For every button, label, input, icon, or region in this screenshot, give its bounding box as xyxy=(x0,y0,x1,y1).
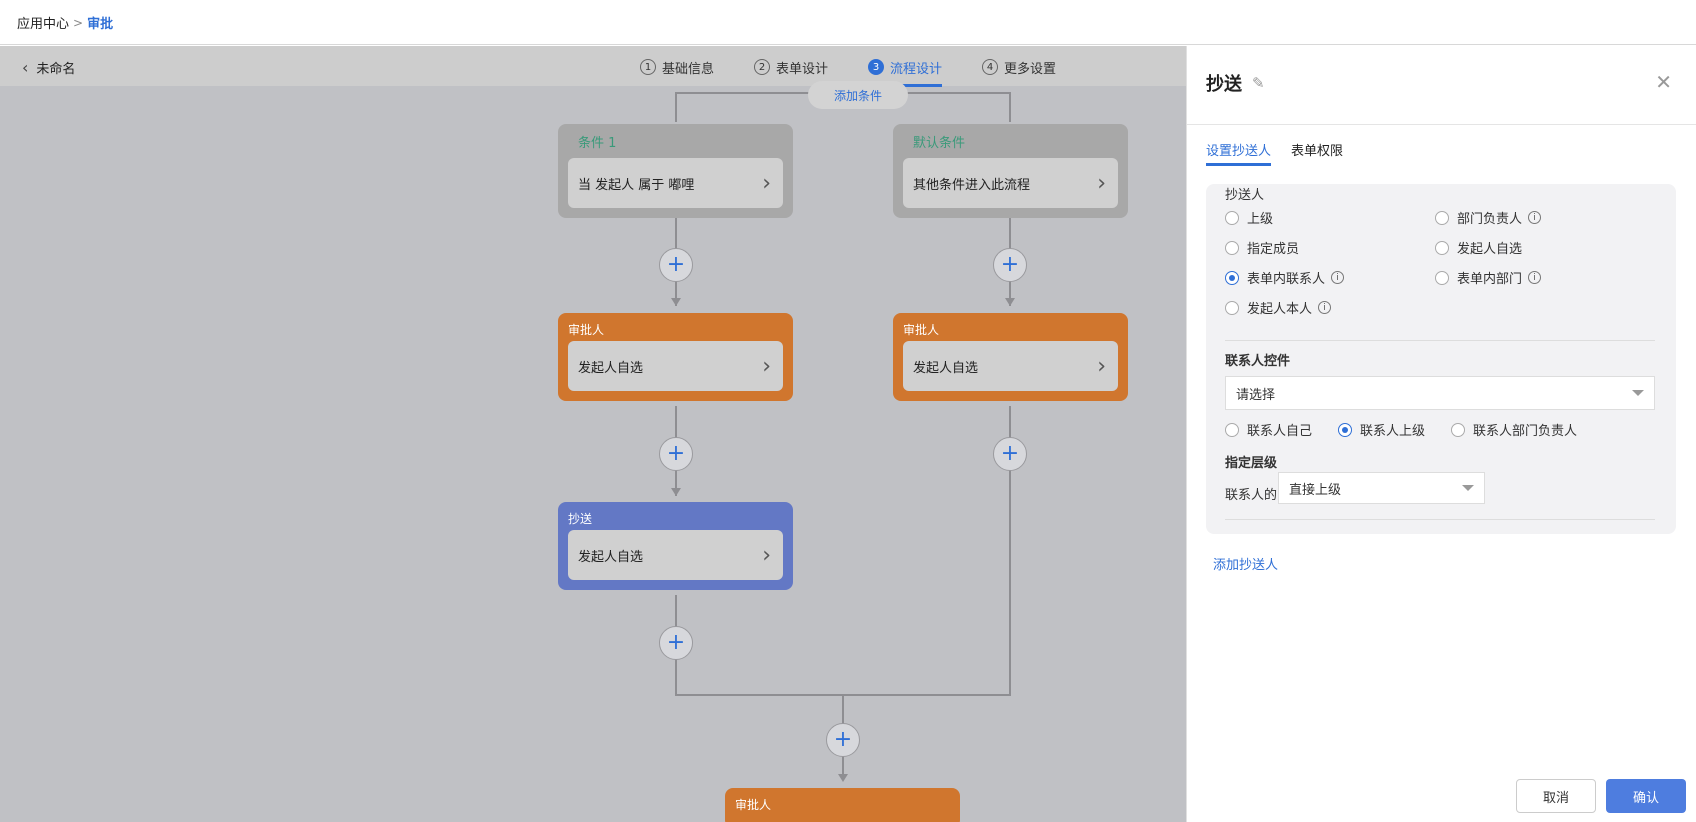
condition-title: 条件 1 xyxy=(578,136,617,151)
breadcrumb-separator-icon: > xyxy=(73,15,84,30)
divider xyxy=(1225,519,1655,520)
radio-contact-self[interactable]: 联系人自己 xyxy=(1225,420,1312,439)
radio-initiator-select[interactable]: 发起人自选 xyxy=(1435,238,1522,257)
chevron-right-icon: › xyxy=(762,542,771,568)
divider xyxy=(1225,340,1655,341)
level-prefix: 联系人的 xyxy=(1225,488,1278,503)
add-node-button[interactable]: + xyxy=(826,723,860,757)
contact-control-label: 联系人控件 xyxy=(1225,354,1291,369)
connector-line xyxy=(1009,92,1011,122)
approver-body: 发起人自选› xyxy=(568,341,783,391)
panel-title: 抄送 ✎ xyxy=(1206,74,1265,95)
default-condition-node[interactable]: 默认条件 其他条件进入此流程› xyxy=(893,124,1128,218)
tab-set-cc[interactable]: 设置抄送人 xyxy=(1206,140,1272,166)
add-cc-link[interactable]: 添加抄送人 xyxy=(1213,558,1279,573)
add-node-button[interactable]: + xyxy=(993,248,1027,282)
cancel-button[interactable]: 取消 xyxy=(1516,779,1596,813)
condition-body: 当 发起人 属于 嘟哩› xyxy=(568,158,783,208)
info-icon[interactable]: i xyxy=(1528,271,1542,284)
condition-title: 默认条件 xyxy=(913,136,966,151)
approver-node-right[interactable]: 审批人 发起人自选› xyxy=(893,313,1128,401)
panel-tabs: 设置抄送人 表单权限 xyxy=(1206,140,1363,166)
cc-title: 抄送 xyxy=(568,512,593,526)
cc-label: 抄送人 xyxy=(1225,188,1265,203)
approver-body: 发起人自选› xyxy=(903,341,1118,391)
level-select[interactable]: 直接上级 xyxy=(1278,472,1485,504)
close-icon[interactable]: ✕ xyxy=(1655,70,1672,94)
edit-pencil-icon[interactable]: ✎ xyxy=(1252,74,1265,92)
info-icon[interactable]: i xyxy=(1318,301,1332,314)
arrow-down-icon xyxy=(671,298,681,306)
form-name: 未命名 xyxy=(36,62,76,77)
add-node-button[interactable]: + xyxy=(659,626,693,660)
add-condition-button[interactable]: 添加条件 xyxy=(808,81,908,109)
back-button[interactable]: ‹ 未命名 xyxy=(22,58,75,77)
condition-node-1[interactable]: 条件 1 当 发起人 属于 嘟哩› xyxy=(558,124,793,218)
chevron-right-icon: › xyxy=(1097,353,1106,379)
info-icon[interactable]: i xyxy=(1331,271,1345,284)
tab-form-permission[interactable]: 表单权限 xyxy=(1291,144,1344,159)
level-label: 指定层级 xyxy=(1225,456,1278,471)
breadcrumb-root[interactable]: 应用中心 xyxy=(17,17,70,32)
confirm-button[interactable]: 确认 xyxy=(1606,779,1686,813)
breadcrumb: 应用中心 > 审批 xyxy=(17,13,114,33)
divider xyxy=(1187,124,1696,125)
radio-contact-dept-head[interactable]: 联系人部门负责人 xyxy=(1451,420,1577,439)
approver-node-left[interactable]: 审批人 发起人自选› xyxy=(558,313,793,401)
caret-down-icon xyxy=(1462,485,1474,491)
radio-contact-superior[interactable]: 联系人上级 xyxy=(1338,420,1425,439)
chevron-right-icon: › xyxy=(1097,170,1106,196)
connector-line xyxy=(1009,406,1011,696)
add-node-button[interactable]: + xyxy=(659,437,693,471)
caret-down-icon xyxy=(1632,390,1644,396)
add-node-button[interactable]: + xyxy=(659,248,693,282)
radio-superior[interactable]: 上级 xyxy=(1225,208,1273,227)
chevron-left-icon: ‹ xyxy=(22,58,29,77)
chevron-right-icon: › xyxy=(762,170,771,196)
breadcrumb-current: 审批 xyxy=(87,17,114,32)
approver-node-bottom[interactable]: 审批人 xyxy=(725,788,960,822)
arrow-down-icon xyxy=(838,774,848,782)
arrow-down-icon xyxy=(671,488,681,496)
arrow-down-icon xyxy=(1005,298,1015,306)
condition-body: 其他条件进入此流程› xyxy=(903,158,1118,208)
cc-body: 发起人自选› xyxy=(568,530,783,580)
info-icon[interactable]: i xyxy=(1528,211,1542,224)
approver-title: 审批人 xyxy=(568,323,605,337)
add-node-button[interactable]: + xyxy=(993,437,1027,471)
connector-line xyxy=(675,92,677,122)
approver-title: 审批人 xyxy=(903,323,940,337)
top-bar: 应用中心 > 审批 xyxy=(0,0,1696,45)
chevron-right-icon: › xyxy=(762,353,771,379)
approver-title: 审批人 xyxy=(735,798,772,812)
radio-specific-member[interactable]: 指定成员 xyxy=(1225,238,1299,257)
cc-node[interactable]: 抄送 发起人自选› xyxy=(558,502,793,590)
contact-control-select[interactable]: 请选择 xyxy=(1225,376,1655,410)
